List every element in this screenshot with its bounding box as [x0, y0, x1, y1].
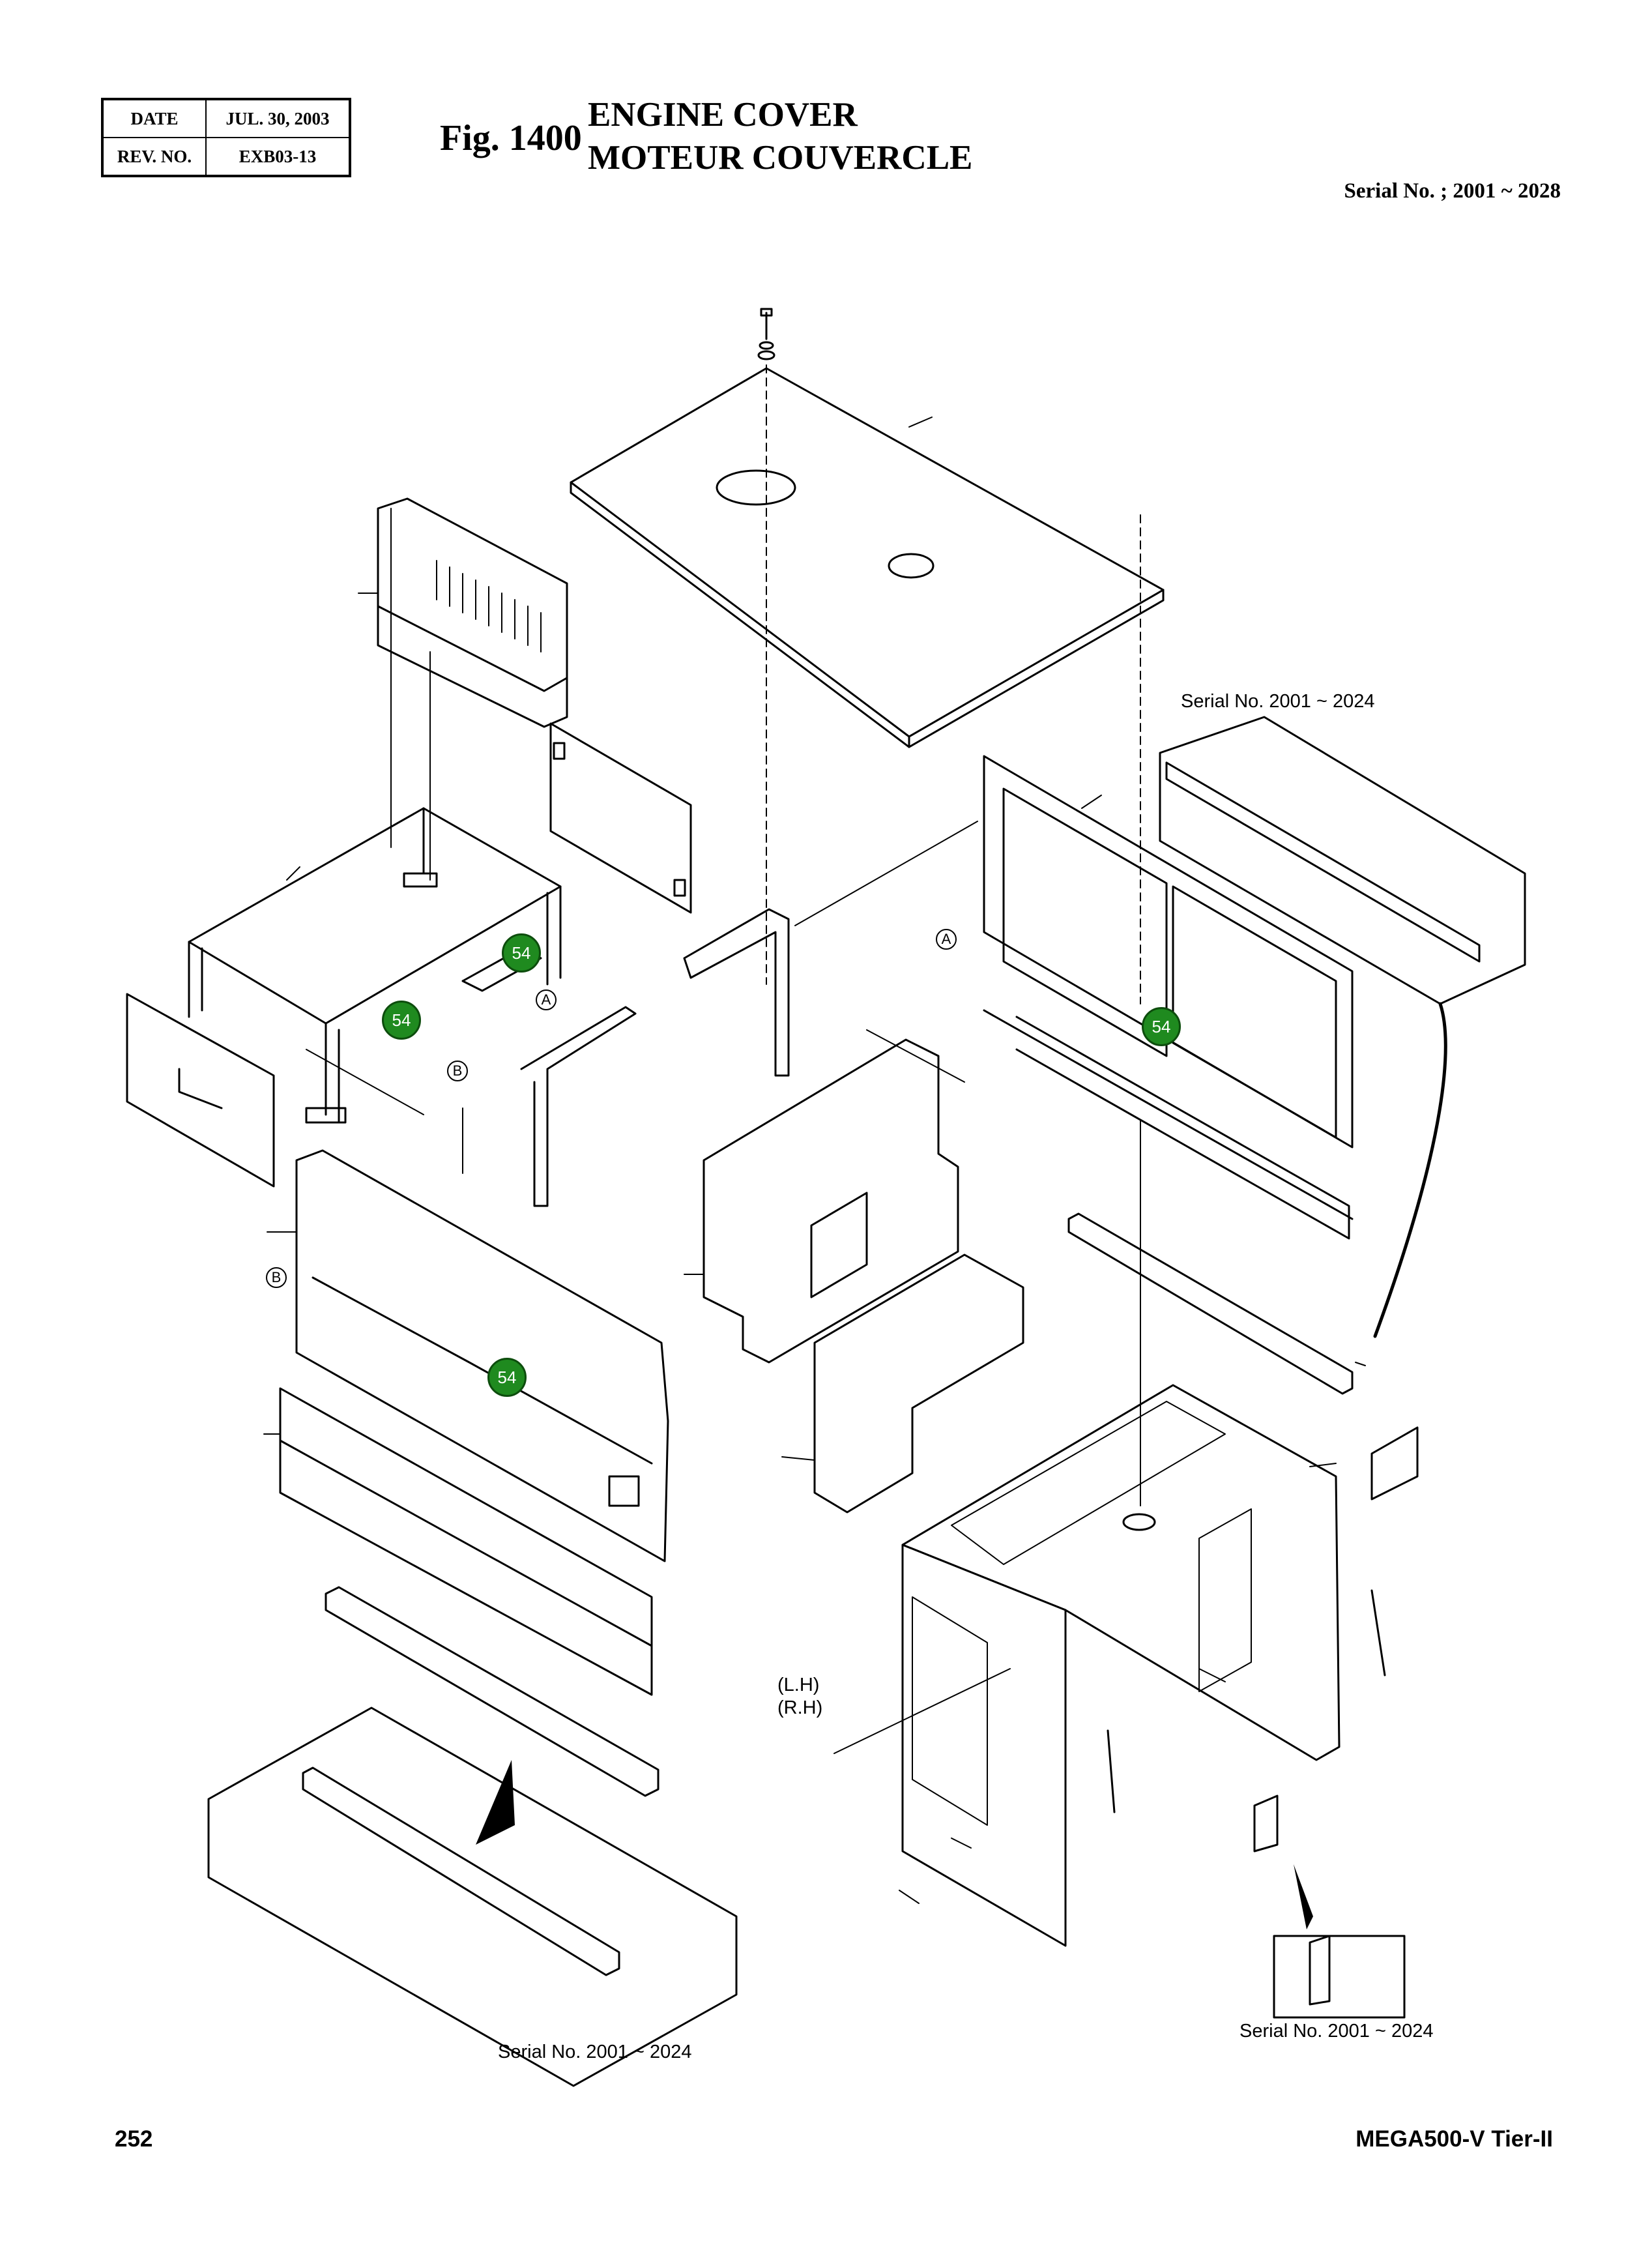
- part-badge-54[interactable]: 54: [1142, 1007, 1181, 1046]
- part-badge-54[interactable]: 54: [382, 1001, 421, 1040]
- serial-note-bottom-left: Serial No. 2001 ~ 2024: [498, 2042, 692, 2062]
- center-brackets: [461, 908, 790, 1207]
- callout-a: A: [936, 929, 957, 950]
- side-label-rh: (R.H): [777, 1697, 823, 1718]
- rev-label: REV. NO.: [102, 137, 207, 177]
- rear-engine-hood: [901, 1384, 1340, 1947]
- bottom-rail-left: [325, 1586, 659, 1797]
- page-number: 252: [115, 2126, 153, 2152]
- bottom-detail-box-left: [207, 1706, 738, 2087]
- side-label-lh: (L.H): [777, 1675, 820, 1695]
- title-english: ENGINE COVER: [588, 96, 858, 134]
- right-side-rail: [1067, 1212, 1419, 1813]
- revision-table: DATE JUL. 30, 2003 REV. NO. EXB03-13: [101, 98, 351, 177]
- bottom-detail-box-right: [1253, 1794, 1406, 2019]
- roof-bolt-stack: [757, 308, 775, 985]
- small-hinged-panel: [549, 722, 692, 914]
- date-value: JUL. 30, 2003: [205, 98, 351, 138]
- figure-number: Fig. 1400: [440, 118, 582, 158]
- part-badge-54[interactable]: 54: [502, 933, 541, 973]
- left-support-frame: [188, 807, 562, 1124]
- callout-a: A: [536, 989, 557, 1010]
- callout-b: B: [447, 1061, 468, 1081]
- leader-lines: [263, 417, 1366, 1904]
- firewall-plate: [703, 1038, 1024, 1514]
- serial-note-right-top: Serial No. 2001 ~ 2024: [1181, 691, 1375, 712]
- date-label: DATE: [102, 98, 207, 138]
- serial-range: Serial No. ; 2001 ~ 2028: [1344, 179, 1561, 203]
- rev-value: EXB03-13: [205, 137, 351, 177]
- left-side-door: [126, 993, 275, 1188]
- title-french: MOTEUR COUVERCLE: [588, 139, 973, 177]
- roof-panel: [570, 367, 1165, 748]
- radiator-grille: [377, 497, 568, 881]
- model-name: MEGA500-V Tier-II: [1355, 2126, 1553, 2152]
- serial-note-bottom-right: Serial No. 2001 ~ 2024: [1239, 2021, 1434, 2042]
- serial-detail-box-top-right: [1159, 716, 1526, 1338]
- part-badge-54[interactable]: 54: [487, 1358, 527, 1397]
- front-left-side-hood: [279, 1149, 669, 1696]
- right-rear-panel: [983, 755, 1354, 1240]
- callout-b: B: [266, 1267, 287, 1288]
